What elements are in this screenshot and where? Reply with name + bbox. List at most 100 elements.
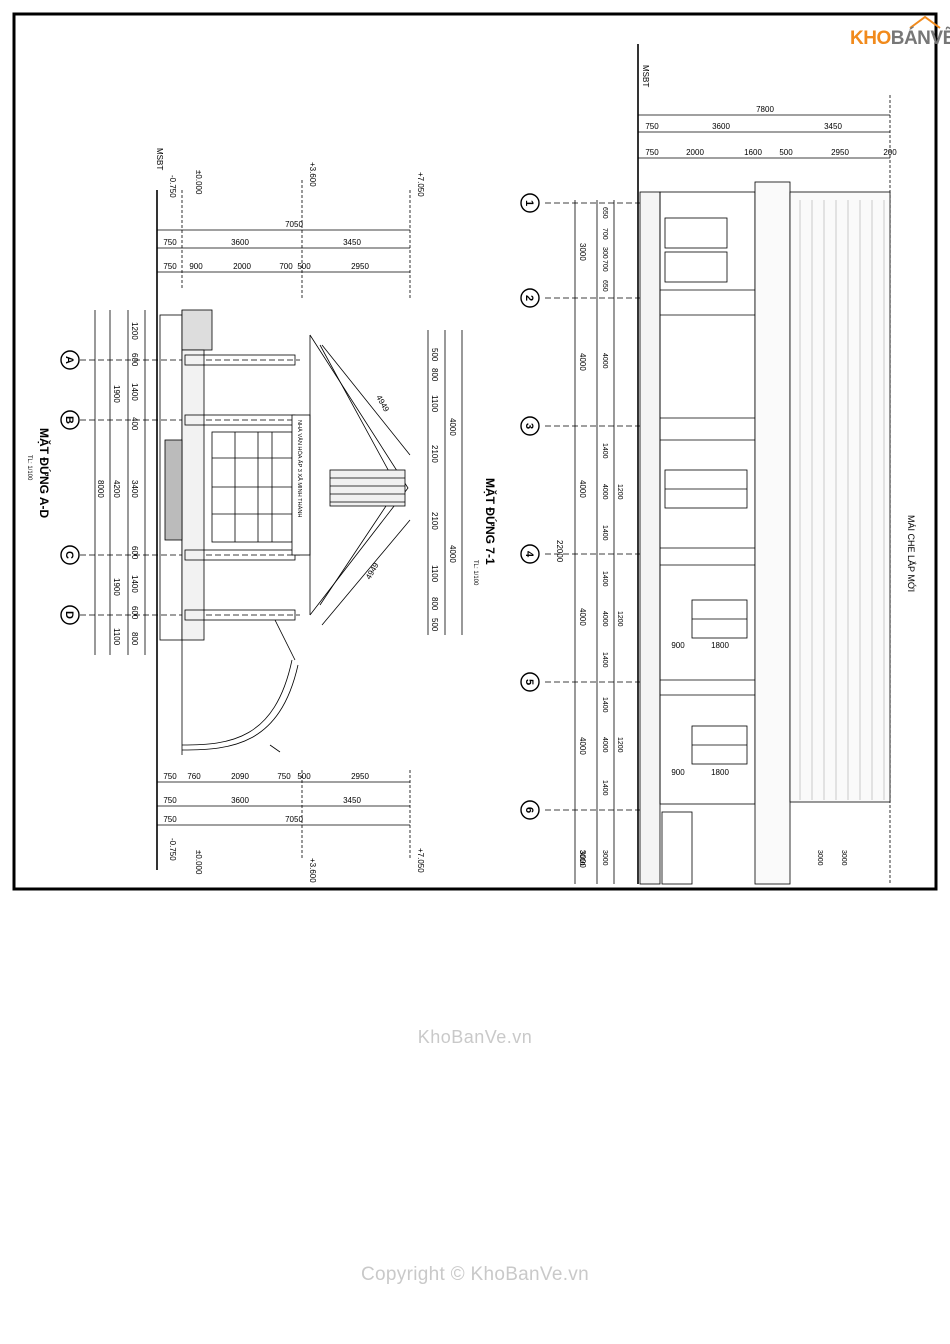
dim-r-width-2: 900 bbox=[671, 768, 685, 777]
dim-r-bottom-2: 3000 bbox=[816, 850, 823, 866]
dim-r-top-r3-5: 200 bbox=[883, 148, 897, 157]
dim-roof-1: 4949 bbox=[364, 561, 381, 581]
dim-r-axis-5: 3000 bbox=[578, 850, 587, 868]
dim-r-axis-4: 4000 bbox=[578, 737, 587, 755]
axis-label-1: 1 bbox=[523, 200, 535, 206]
dim-left-a4: 3400 bbox=[130, 480, 139, 498]
elevation-7-1 bbox=[545, 44, 891, 885]
dim-r-win-b0: 4000 bbox=[601, 353, 608, 369]
axis-markers-a-d: A B C D bbox=[60, 350, 80, 625]
dim-r-bottom-3: 3000 bbox=[840, 850, 847, 866]
scale-elevation-a-d: TL: 1/100 bbox=[26, 455, 32, 481]
dim-left-a7: 600 bbox=[130, 606, 139, 620]
dim-top-r3-5: 2950 bbox=[351, 262, 369, 271]
dim-right-a2: 1100 bbox=[430, 395, 439, 413]
scale-elevation-7-1: TL: 1/100 bbox=[472, 560, 478, 586]
dim-r-top-r3-2: 1600 bbox=[744, 148, 762, 157]
dim-top-total: 7050 bbox=[285, 220, 303, 229]
dim-left-b0: 1900 bbox=[112, 385, 121, 403]
dim-top-r3-1: 900 bbox=[189, 262, 203, 271]
dim-r-bottom-1: 3000 bbox=[601, 850, 608, 866]
dim-top-3450: 3450 bbox=[343, 238, 361, 247]
dim-bottom-r2-1: 3600 bbox=[231, 796, 249, 805]
logo-text-part2: BÁNVẼ bbox=[890, 28, 950, 49]
dim-r-axis-1: 4000 bbox=[578, 353, 587, 371]
watermark-copyright: Copyright © KhoBanVe.vn bbox=[361, 1264, 589, 1285]
dim-r-win-b1: 4000 bbox=[601, 484, 608, 500]
level-7050: +7.050 bbox=[416, 172, 425, 197]
sign-text: NHÀ VĂN HÓA ẤP 3 XÃ MINH THÀNH bbox=[296, 420, 303, 517]
title-elevation-a-d: MẶT ĐỨNG A-D bbox=[37, 428, 52, 518]
dim-r-top-r3-1: 2000 bbox=[686, 148, 704, 157]
level-bottom-3600: +3.600 bbox=[308, 858, 317, 883]
dim-left-a6: 1400 bbox=[130, 575, 139, 593]
roof-note: MÁI CHE LẮP MỚI bbox=[906, 515, 916, 592]
dim-r-win-c7: 1200 bbox=[616, 737, 623, 753]
dim-left-total: 8000 bbox=[96, 480, 105, 498]
dim-bottom-r1-4: 500 bbox=[297, 772, 311, 781]
dim-r-win-a4: 650 bbox=[601, 280, 608, 292]
axis-label-d: D bbox=[63, 611, 75, 619]
dim-right-a0: 500 bbox=[430, 348, 439, 362]
dim-left-a5: 600 bbox=[130, 546, 139, 560]
axis-label-5: 5 bbox=[523, 679, 535, 685]
level-bottom-0000: ±0.000 bbox=[194, 850, 203, 875]
dim-top-r3-4: 500 bbox=[297, 262, 311, 271]
dim-r-top-750: 750 bbox=[645, 122, 659, 131]
axis-label-b: B bbox=[63, 416, 75, 424]
dim-top-r3-0: 750 bbox=[163, 262, 177, 271]
dim-left-a3: 400 bbox=[130, 417, 139, 431]
dim-r-top-r3-4: 2950 bbox=[831, 148, 849, 157]
dim-left-a1: 600 bbox=[130, 353, 139, 367]
dim-left-a0: 1200 bbox=[130, 322, 139, 340]
level-3600: +3.600 bbox=[308, 162, 317, 187]
dim-bottom-r2-0: 750 bbox=[163, 796, 177, 805]
dim-bottom-r1-3: 750 bbox=[277, 772, 291, 781]
dim-r-axis-3: 4000 bbox=[578, 608, 587, 626]
dim-bottom-r1-5: 2950 bbox=[351, 772, 369, 781]
dim-bottom-r1-2: 2090 bbox=[231, 772, 249, 781]
level-bottom-minus-0750: -0.750 bbox=[168, 838, 177, 861]
dim-r-win-a2: 300 bbox=[601, 247, 608, 259]
dim-r-win-a3: 700 bbox=[601, 260, 608, 272]
axis-label-c: C bbox=[63, 551, 75, 559]
dim-r-top-r3-0: 750 bbox=[645, 148, 659, 157]
dim-r-win-b3: 4000 bbox=[601, 737, 608, 753]
logo-text-part1: KHO bbox=[850, 28, 891, 49]
axis-label-3: 3 bbox=[523, 423, 535, 429]
level-msbt-left: MSBT bbox=[155, 148, 164, 170]
dim-bottom-r2-2: 3450 bbox=[343, 796, 361, 805]
watermark-center: KhoBanVe.vn bbox=[417, 1027, 533, 1047]
dim-r-axis-2: 4000 bbox=[578, 480, 587, 498]
dim-right-b0: 4000 bbox=[448, 418, 457, 436]
level-minus-0750: -0.750 bbox=[168, 175, 177, 198]
dim-right-a3: 2100 bbox=[430, 445, 439, 463]
house-roof-icon bbox=[909, 15, 941, 29]
dim-right-a7: 500 bbox=[430, 618, 439, 632]
dim-right-a4: 2100 bbox=[430, 512, 439, 530]
dim-r-width-1: 1800 bbox=[711, 641, 729, 650]
dim-top-r3-3: 700 bbox=[279, 262, 293, 271]
dim-right-b1: 4000 bbox=[448, 545, 457, 563]
title-elevation-7-1: MẶT ĐỨNG 7-1 bbox=[483, 478, 498, 565]
dim-r-win-c3: 1400 bbox=[601, 571, 608, 587]
dim-r-win-c0: 1400 bbox=[601, 443, 608, 459]
dim-r-win-a0: 650 bbox=[601, 207, 608, 219]
dim-left-b2: 1900 bbox=[112, 578, 121, 596]
dim-bottom-r3-0: 750 bbox=[163, 815, 177, 824]
dim-roof-0: 4949 bbox=[374, 394, 391, 414]
dim-r-win-c1: 1200 bbox=[616, 484, 623, 500]
elevation-a-d bbox=[80, 180, 463, 870]
dim-r-top-3450: 3450 bbox=[824, 122, 842, 131]
dim-r-win-c5: 1400 bbox=[601, 652, 608, 668]
dim-top-3600: 3600 bbox=[231, 238, 249, 247]
dim-left-a2: 1400 bbox=[130, 383, 139, 401]
dim-r-win-c6: 1400 bbox=[601, 697, 608, 713]
dim-left-b3: 1100 bbox=[112, 628, 121, 646]
dim-top-r3-2: 2000 bbox=[233, 262, 251, 271]
dim-r-win-c2: 1400 bbox=[601, 525, 608, 541]
dim-r-total: 22000 bbox=[555, 540, 564, 563]
level-bottom-7050: +7.050 bbox=[416, 848, 425, 873]
dim-bottom-r3-1: 7050 bbox=[285, 815, 303, 824]
